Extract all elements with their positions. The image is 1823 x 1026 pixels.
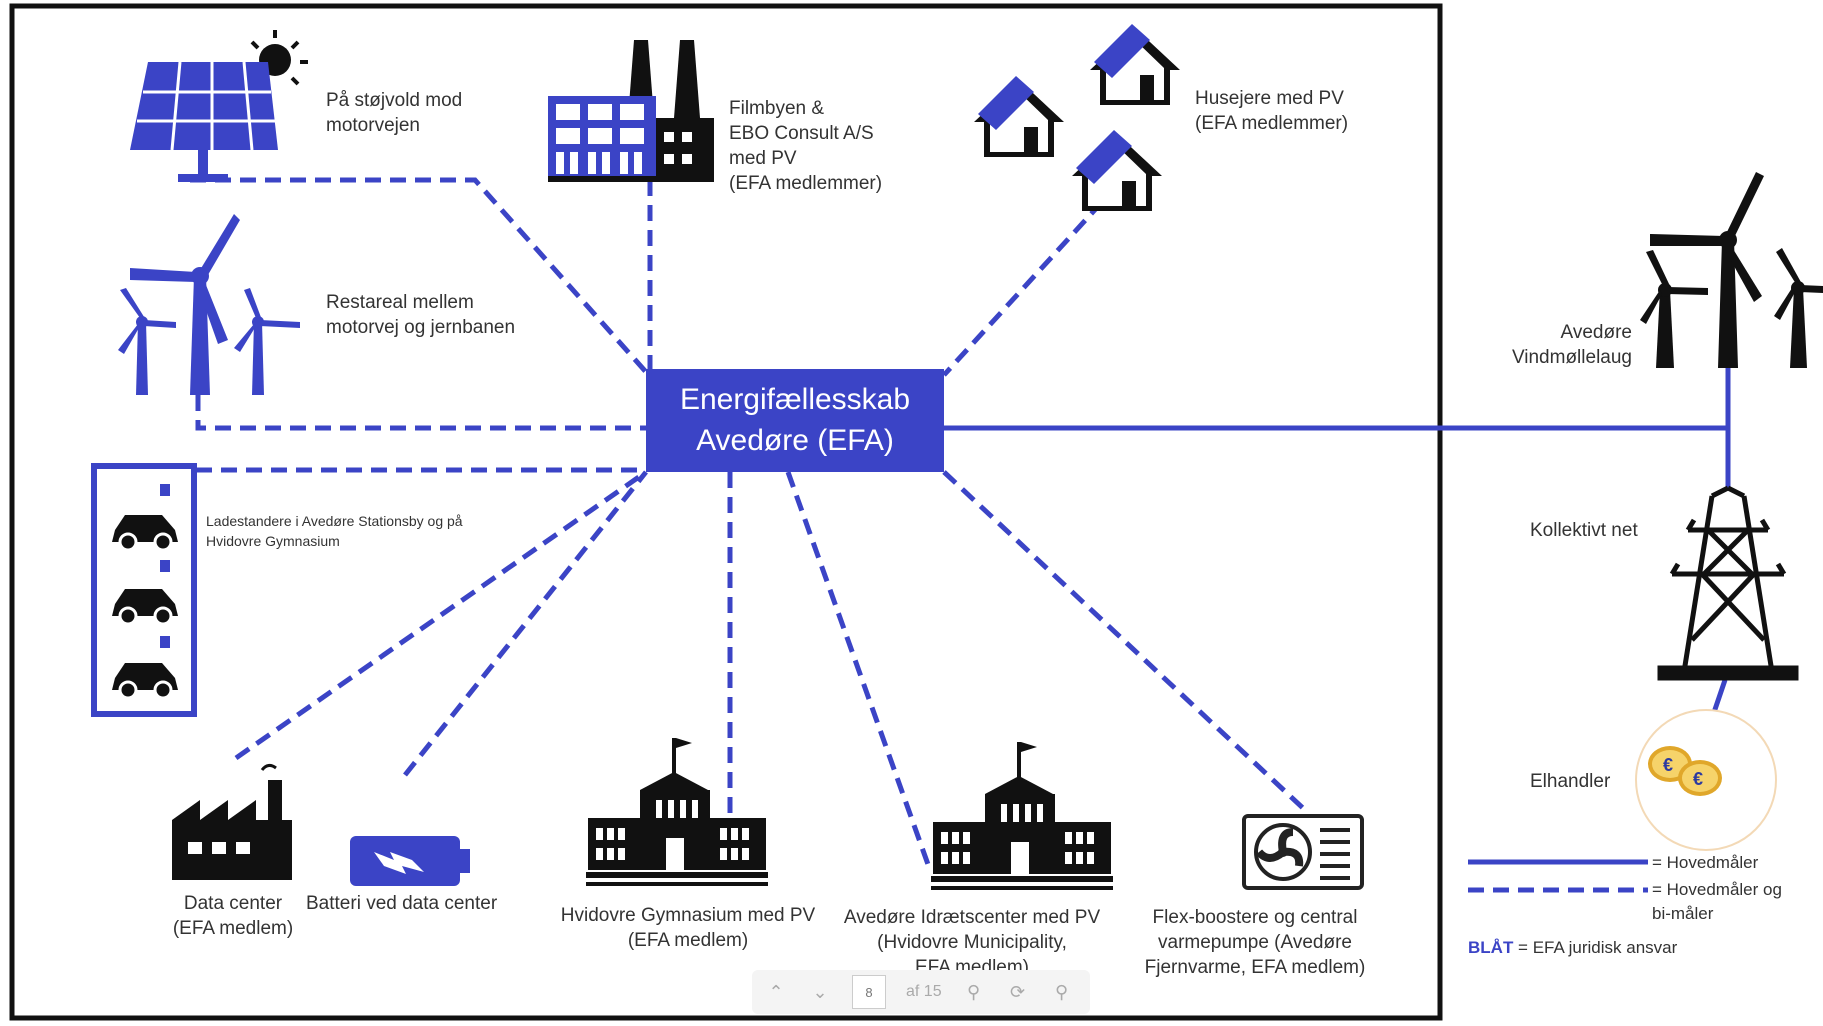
solar-panel-icon <box>130 30 308 182</box>
search-icon[interactable]: ⚲ <box>1055 981 1069 1002</box>
svg-text:€: € <box>1663 755 1673 775</box>
houses-with-pv-icon <box>974 24 1180 211</box>
data-center-icon <box>172 763 292 880</box>
label-trader: Elhandler <box>1530 771 1611 792</box>
coins-icon: € € <box>1635 709 1777 851</box>
efa-hub: Energifællesskab Avedøre (EFA) <box>646 369 944 472</box>
hub-line2: Avedøre (EFA) <box>696 424 894 457</box>
hub-line1: Energifællesskab <box>679 383 911 416</box>
heat-pump-icon <box>1242 814 1364 890</box>
zoom-icon[interactable]: ⚲ <box>967 981 981 1002</box>
chevron-up-icon[interactable]: ⌃ <box>768 981 784 1002</box>
label-datacenter: Data center(EFA medlem) <box>172 893 294 939</box>
legend-blue-word: BLÅT <box>1468 938 1514 957</box>
label-grid: Kollektivt net <box>1530 520 1638 541</box>
gymnasium-building-icon <box>586 738 768 886</box>
power-pylon-icon <box>1657 485 1799 681</box>
line-sports <box>785 471 933 871</box>
line-datacenter <box>234 469 648 761</box>
wind-turbines-black-icon <box>1640 172 1823 368</box>
label-homeowners: Husejere med PV(EFA medlemmer) <box>1195 88 1349 134</box>
office-factory-icon <box>548 40 714 182</box>
svg-text:€: € <box>1693 769 1703 789</box>
line-homeowners <box>942 200 1104 377</box>
chevron-down-icon[interactable]: ⌄ <box>812 981 828 1002</box>
label-sports: Avedøre Idrætscenter med PV(Hvidovre Mun… <box>843 907 1101 978</box>
diagram-frame <box>9 3 1443 1021</box>
label-filmbyen: Filmbyen &EBO Consult A/S med PV(EFA med… <box>729 98 883 194</box>
page-number-input[interactable]: 8 <box>852 975 886 1009</box>
connection-lines <box>190 177 1731 871</box>
ev-chargers-icon <box>91 463 197 717</box>
legend-solid-text: = Hovedmåler <box>1652 853 1759 872</box>
line-solar-wall <box>190 177 648 374</box>
line-flex <box>942 470 1307 812</box>
line-battery <box>403 470 648 777</box>
rotate-icon[interactable]: ⟳ <box>1010 981 1026 1002</box>
label-battery: Batteri ved data center <box>306 893 498 914</box>
page-count: af 15 <box>906 983 942 1000</box>
battery-icon <box>350 836 470 886</box>
legend-lines <box>1468 859 1648 893</box>
page-navigation-toolbar: ⌃ ⌄ 8 af 15 ⚲ ⟳ ⚲ <box>752 970 1090 1014</box>
sports-center-building-icon <box>931 742 1113 890</box>
label-gymnasium: Hvidovre Gymnasium med PV(EFA medlem) <box>560 905 816 951</box>
wind-turbines-blue-icon <box>118 214 300 395</box>
line-restareal <box>195 395 646 431</box>
legend-blue-note: BLÅT = EFA juridisk ansvar <box>1468 938 1678 957</box>
